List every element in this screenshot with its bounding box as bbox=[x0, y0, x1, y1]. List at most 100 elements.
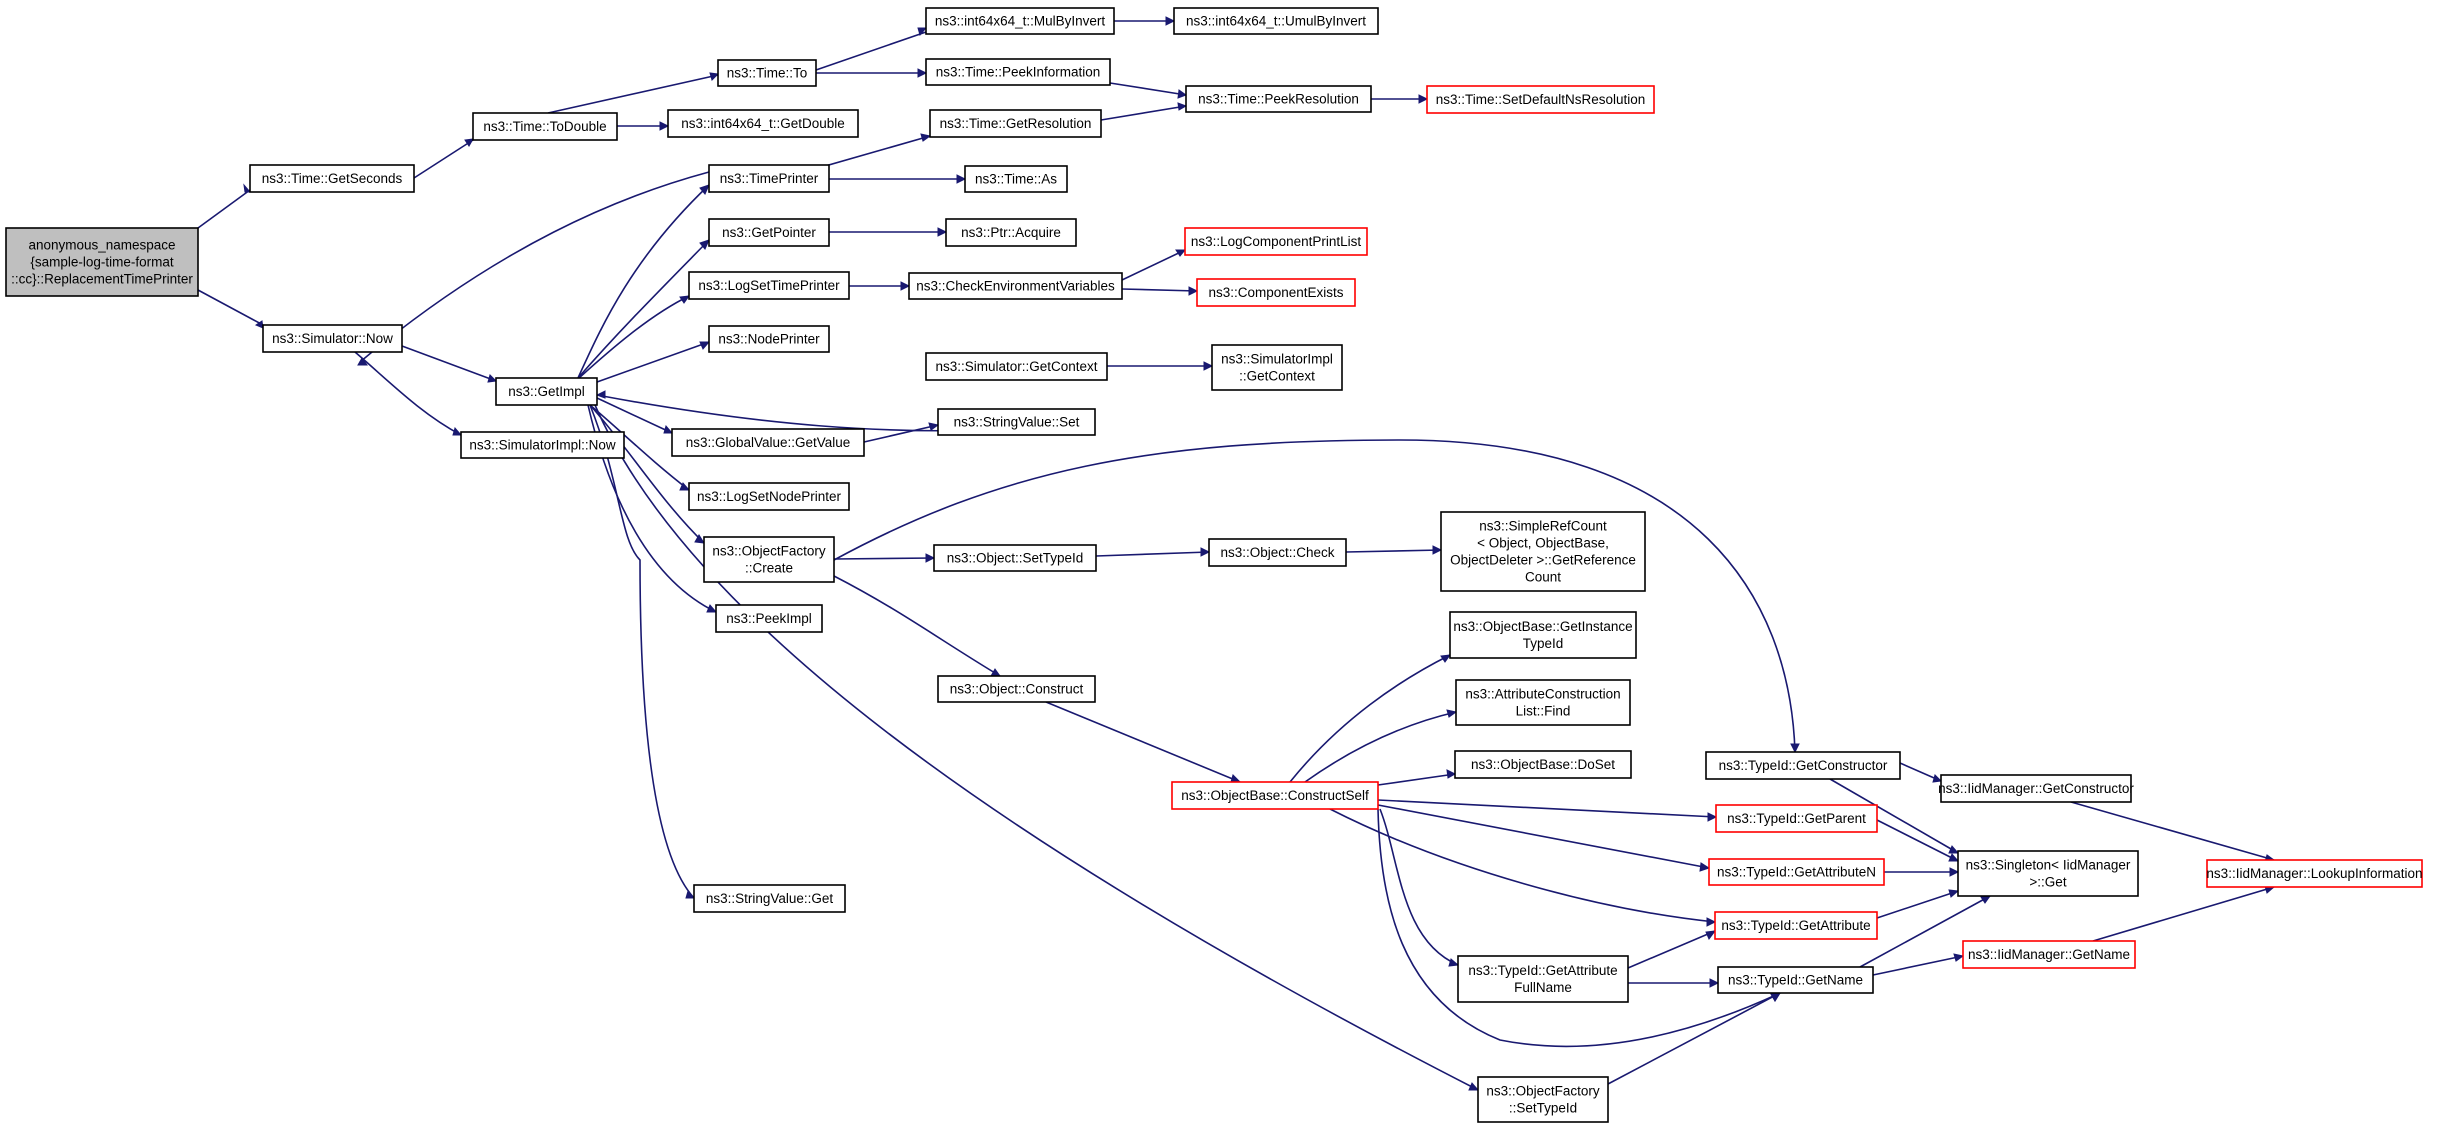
node-getattribute[interactable]: ns3::TypeId::GetAttribute bbox=[1714, 911, 1878, 940]
node-logcompprint[interactable]: ns3::LogComponentPrintList bbox=[1184, 227, 1368, 256]
node-peekresolution[interactable]: ns3::Time::PeekResolution bbox=[1185, 85, 1372, 113]
node-simgetcontext[interactable]: ns3::Simulator::GetContext bbox=[925, 352, 1108, 381]
node-objcheck[interactable]: ns3::Object::Check bbox=[1208, 538, 1347, 567]
node-label: {sample-log-time-format bbox=[30, 255, 174, 270]
call-edge-arrowhead bbox=[699, 184, 710, 195]
node-constructself[interactable]: ns3::ObjectBase::ConstructSelf bbox=[1171, 781, 1379, 810]
node-iidgetname[interactable]: ns3::IidManager::GetName bbox=[1962, 940, 2136, 969]
node-label: < Object, ObjectBase, bbox=[1477, 536, 1609, 551]
call-edge-arrowhead bbox=[1200, 547, 1211, 557]
call-edge bbox=[589, 404, 690, 491]
node-logsettimeprinter[interactable]: ns3::LogSetTimePrinter bbox=[688, 271, 850, 300]
call-edge-arrowhead bbox=[1440, 654, 1452, 663]
call-edge-arrowhead bbox=[487, 374, 498, 383]
call-edge bbox=[197, 289, 264, 326]
node-label: ns3::Time::PeekInformation bbox=[936, 65, 1101, 80]
node-simplerefcount[interactable]: ns3::SimpleRefCount< Object, ObjectBase,… bbox=[1440, 511, 1646, 592]
node-globalvalue[interactable]: ns3::GlobalValue::GetValue bbox=[671, 428, 865, 457]
node-label: ::Create bbox=[745, 561, 793, 576]
node-root[interactable]: anonymous_namespace{sample-log-time-form… bbox=[5, 227, 199, 297]
node-box bbox=[929, 109, 1102, 138]
node-label: ns3::TypeId::GetAttribute bbox=[1468, 963, 1617, 978]
node-box bbox=[1440, 511, 1646, 592]
node-typeidgetname[interactable]: ns3::TypeId::GetName bbox=[1717, 966, 1874, 994]
node-singletonget[interactable]: ns3::Singleton< IidManager>::Get bbox=[1957, 850, 2139, 897]
call-edge bbox=[577, 184, 710, 379]
node-getimpl[interactable]: ns3::GetImpl bbox=[495, 377, 598, 406]
node-typeidgetconstructor[interactable]: ns3::TypeId::GetConstructor bbox=[1705, 751, 1901, 780]
node-objfactorycreate[interactable]: ns3::ObjectFactory::Create bbox=[703, 536, 835, 583]
node-getseconds[interactable]: ns3::Time::GetSeconds bbox=[249, 164, 415, 193]
call-edge-arrowhead bbox=[1177, 89, 1188, 99]
node-todouble[interactable]: ns3::Time::ToDouble bbox=[472, 112, 618, 141]
call-edge bbox=[359, 171, 710, 363]
node-label: ns3::GlobalValue::GetValue bbox=[686, 435, 851, 450]
node-box bbox=[1457, 955, 1629, 1003]
function-nodes: anonymous_namespace{sample-log-time-form… bbox=[5, 7, 2423, 1123]
node-objsettypeid[interactable]: ns3::Object::SetTypeId bbox=[933, 544, 1097, 572]
node-peekimpl[interactable]: ns3::PeekImpl bbox=[715, 604, 823, 633]
call-edge-arrowhead bbox=[937, 227, 948, 237]
node-label: ns3::SimpleRefCount bbox=[1479, 519, 1607, 534]
node-simnow[interactable]: ns3::Simulator::Now bbox=[262, 324, 403, 353]
node-box bbox=[1705, 751, 1901, 780]
node-typeidgetparent[interactable]: ns3::TypeId::GetParent bbox=[1715, 804, 1878, 833]
node-logsetnodeprinter[interactable]: ns3::LogSetNodePrinter bbox=[688, 482, 850, 511]
node-simimplnow[interactable]: ns3::SimulatorImpl::Now bbox=[460, 431, 625, 459]
node-box bbox=[1208, 538, 1347, 567]
call-edge bbox=[596, 397, 673, 434]
node-mulbyinvert[interactable]: ns3::int64x64_t::MulByInvert bbox=[925, 7, 1115, 35]
node-timeas[interactable]: ns3::Time::As bbox=[964, 165, 1068, 193]
call-edge-arrowhead bbox=[685, 889, 696, 899]
node-box bbox=[937, 408, 1096, 436]
node-label: >::Get bbox=[2029, 875, 2066, 890]
node-compexists[interactable]: ns3::ComponentExists bbox=[1196, 278, 1356, 307]
node-label: ns3::Simulator::Now bbox=[272, 331, 393, 346]
call-edge-arrowhead bbox=[920, 133, 932, 142]
node-getresolution[interactable]: ns3::Time::GetResolution bbox=[929, 109, 1102, 138]
node-stringvalueset[interactable]: ns3::StringValue::Set bbox=[937, 408, 1096, 436]
node-box bbox=[1962, 940, 2136, 969]
node-ptracquire[interactable]: ns3::Ptr::Acquire bbox=[945, 218, 1077, 247]
node-setdefaultns[interactable]: ns3::Time::SetDefaultNsResolution bbox=[1426, 85, 1655, 114]
node-objconstruct[interactable]: ns3::Object::Construct bbox=[937, 675, 1096, 703]
node-box bbox=[717, 59, 817, 87]
node-label: ns3::StringValue::Set bbox=[954, 415, 1080, 430]
node-label: ObjectDeleter >::GetReference bbox=[1450, 553, 1636, 568]
call-edge-arrowhead bbox=[243, 183, 252, 193]
node-iidgetconstructor[interactable]: ns3::IidManager::GetConstructor bbox=[1938, 774, 2134, 803]
node-label: ns3::TypeId::GetParent bbox=[1727, 811, 1866, 826]
call-edge bbox=[1377, 773, 1456, 786]
node-checkenv[interactable]: ns3::CheckEnvironmentVariables bbox=[908, 272, 1123, 300]
call-edge-arrowhead bbox=[709, 72, 720, 81]
node-doset[interactable]: ns3::ObjectBase::DoSet bbox=[1454, 750, 1632, 779]
node-label: ns3::Time::GetResolution bbox=[940, 116, 1092, 131]
node-stringvalueget[interactable]: ns3::StringValue::Get bbox=[693, 884, 846, 913]
node-simimplgetcontext[interactable]: ns3::SimulatorImpl::GetContext bbox=[1211, 344, 1343, 391]
call-edge-arrowhead bbox=[699, 239, 710, 250]
node-nodeprinter[interactable]: ns3::NodePrinter bbox=[708, 325, 830, 353]
call-edge-arrowhead bbox=[1953, 953, 1965, 962]
call-edge bbox=[1379, 808, 1459, 966]
call-edge bbox=[1377, 804, 1710, 869]
call-edge-arrowhead bbox=[1432, 545, 1443, 555]
call-edge bbox=[1045, 701, 1241, 783]
call-edge bbox=[413, 139, 474, 179]
node-objfactorysettypeid[interactable]: ns3::ObjectFactory::SetTypeId bbox=[1477, 1076, 1609, 1123]
node-lookupinfo[interactable]: ns3::IidManager::LookupInformation bbox=[2206, 859, 2423, 888]
node-getattributen[interactable]: ns3::TypeId::GetAttributeN bbox=[1708, 858, 1885, 886]
node-peekinformation[interactable]: ns3::Time::PeekInformation bbox=[925, 58, 1111, 86]
node-umulbyinvert[interactable]: ns3::int64x64_t::UmulByInvert bbox=[1173, 7, 1379, 35]
node-label: ns3::PeekImpl bbox=[726, 611, 812, 626]
node-label: ns3::Simulator::GetContext bbox=[935, 359, 1097, 374]
node-box bbox=[1717, 966, 1874, 994]
node-getdouble[interactable]: ns3::int64x64_t::GetDouble bbox=[667, 109, 859, 138]
call-edge bbox=[1859, 895, 1991, 968]
node-timeprinter[interactable]: ns3::TimePrinter bbox=[708, 164, 830, 193]
node-getpointer[interactable]: ns3::GetPointer bbox=[708, 218, 830, 247]
node-label: ns3::ObjectBase::GetInstance bbox=[1453, 619, 1632, 634]
node-timeto[interactable]: ns3::Time::To bbox=[717, 59, 817, 87]
